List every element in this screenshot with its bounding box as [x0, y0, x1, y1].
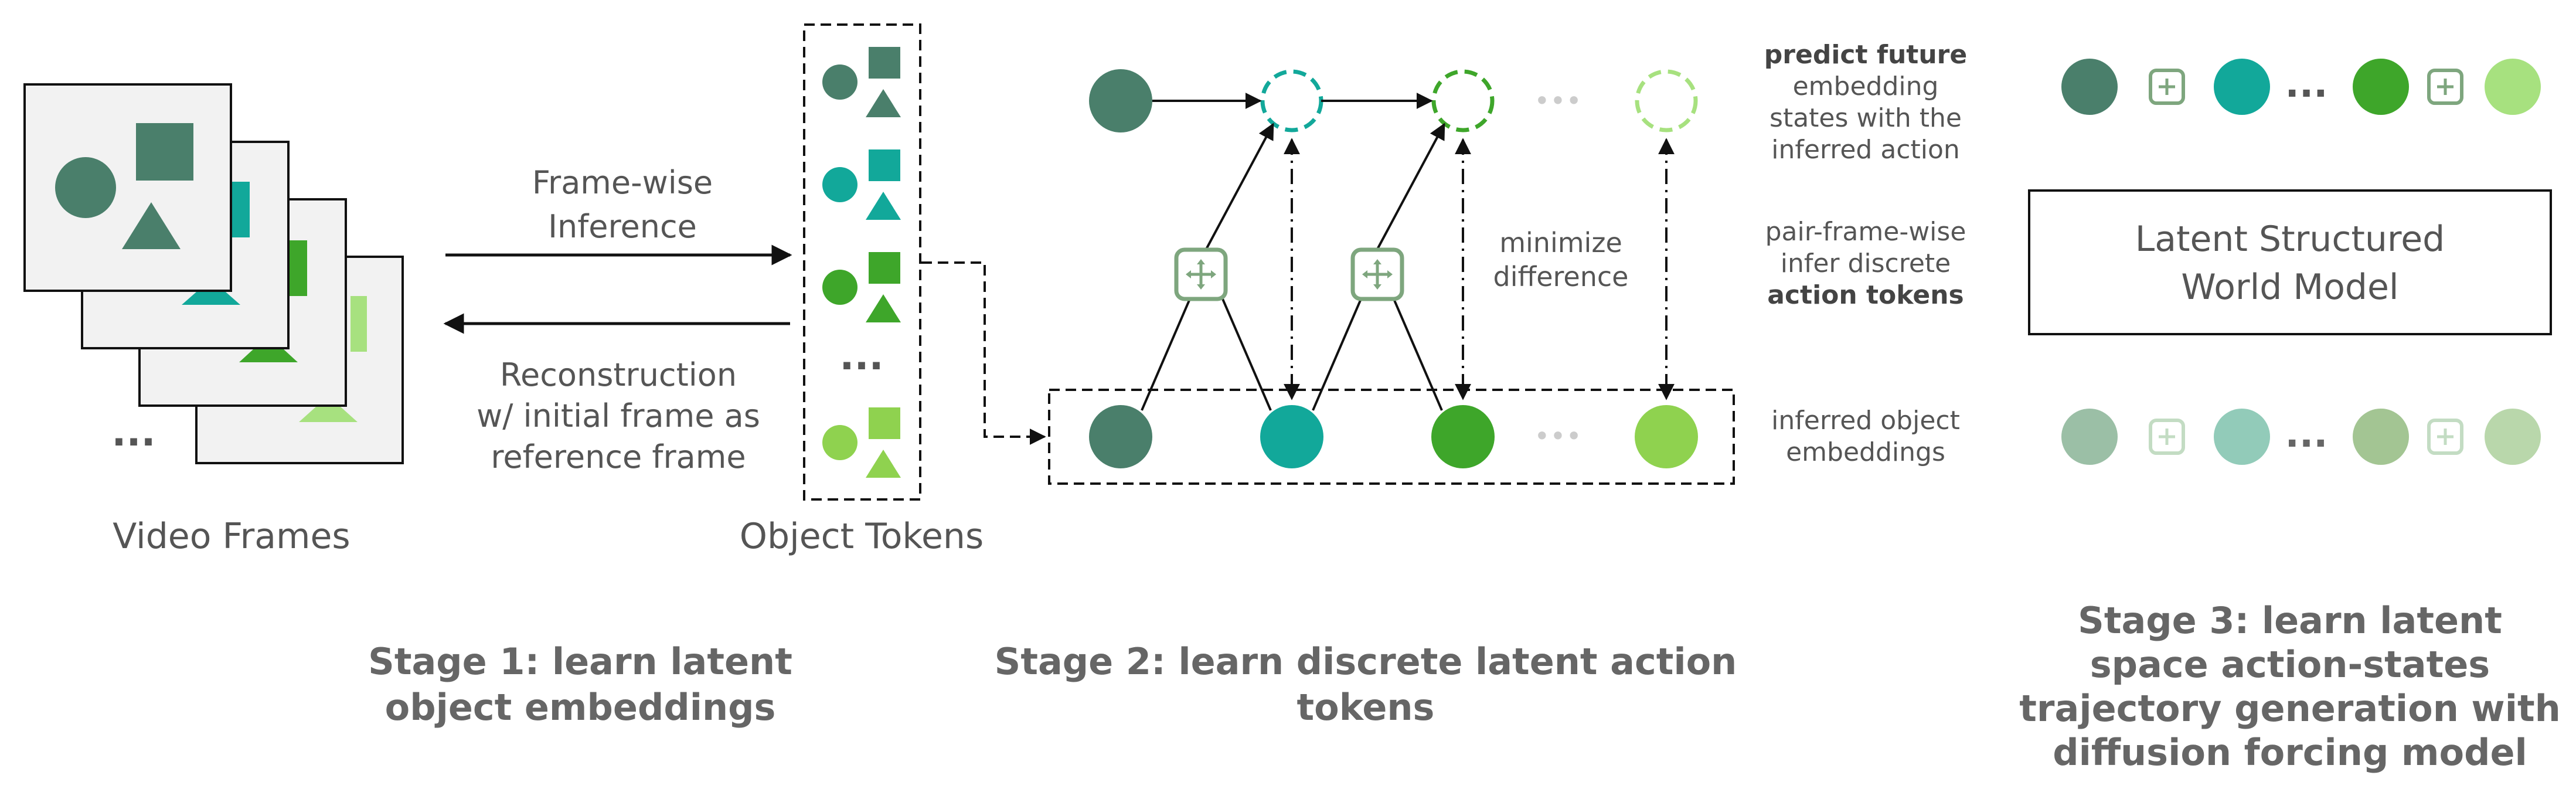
- reference-frame-label: reference frame: [491, 438, 746, 475]
- stage3-title-line3: trajectory generation with: [2019, 687, 2560, 730]
- tokens-ellipsis: ...: [839, 334, 883, 379]
- infer-discrete-label: infer discrete: [1781, 249, 1951, 278]
- s3-top-plus-icon-2: [2429, 70, 2462, 103]
- action-line-1b: [1221, 298, 1272, 411]
- frames-ellipsis: ...: [111, 410, 155, 455]
- predicted-node-3: [1431, 69, 1495, 132]
- action-line-2a: [1312, 298, 1362, 411]
- object-token-4: [822, 407, 901, 478]
- inferred-action-label: inferred action: [1771, 135, 1960, 165]
- stage2-title-line2: tokens: [1297, 686, 1435, 729]
- s3-bottom-ellipsis: ...: [2285, 413, 2328, 456]
- s3-top-ellipsis: ...: [2285, 63, 2328, 106]
- object-tokens-label: Object Tokens: [740, 516, 984, 557]
- s3-bottom-node-2: [2214, 409, 2270, 465]
- inferred-embeddings-box: [1048, 389, 1735, 485]
- stage3-title-line2: space action-states: [2090, 643, 2490, 686]
- action-arrow-1: [1205, 123, 1274, 250]
- s3-bottom-plus-icon-1: [2150, 420, 2183, 453]
- action-tokens-label: action tokens: [1767, 280, 1964, 310]
- top-node-1: [1089, 69, 1152, 132]
- object-token-2: [822, 149, 901, 220]
- stage2-title-line1: Stage 2: learn discrete latent action: [995, 640, 1737, 683]
- minimize-label: minimize: [1499, 227, 1622, 259]
- tokens-to-stage2-connector: [921, 261, 1046, 445]
- world-model-line2: World Model: [2181, 267, 2398, 308]
- frame-wise-label: Frame-wise: [532, 164, 713, 201]
- s3-bottom-node-4: [2485, 409, 2541, 465]
- stage3-diagram: ... Latent Structured World Model ...: [2028, 59, 2552, 465]
- s3-top-plus-icon-1: [2150, 70, 2183, 103]
- difference-label: difference: [1493, 261, 1629, 293]
- embedding-label: embedding: [1793, 72, 1939, 101]
- object-token-3: [822, 252, 901, 322]
- predict-future-label: predict future: [1764, 40, 1967, 70]
- s3-top-node-4: [2485, 59, 2541, 115]
- bottom-node-1: [1089, 405, 1152, 468]
- action-line-1a: [1141, 298, 1191, 411]
- states-with-label: states with the: [1769, 103, 1962, 133]
- embeddings-label: embeddings: [1786, 437, 1945, 467]
- inferred-object-label: inferred object: [1771, 406, 1960, 436]
- bottom-row-dots: •••: [1534, 420, 1581, 452]
- stage3-title-line1: Stage 3: learn latent: [2078, 599, 2502, 642]
- world-model-line1: Latent Structured: [2135, 219, 2445, 260]
- bottom-node-3: [1431, 405, 1495, 468]
- initial-frame-label: w/ initial frame as: [477, 397, 760, 434]
- pair-frame-wise-label: pair-frame-wise: [1765, 217, 1966, 247]
- action-line-2b: [1393, 298, 1443, 411]
- object-token-1: [822, 47, 901, 117]
- bottom-node-4: [1635, 405, 1698, 468]
- inference-label: Inference: [548, 208, 697, 245]
- s3-bottom-node-3: [2353, 409, 2409, 465]
- stage1-title-line1: Stage 1: learn latent: [368, 640, 792, 683]
- s3-top-node-2: [2214, 59, 2270, 115]
- s3-top-node-1: [2061, 59, 2118, 115]
- s3-bottom-node-1: [2061, 409, 2118, 465]
- stage3-title-line4: diffusion forcing model: [2053, 731, 2527, 774]
- action-token-1-icon: [1176, 250, 1226, 299]
- video-frames-label: Video Frames: [113, 516, 350, 557]
- s3-bottom-plus-icon-2: [2429, 420, 2462, 453]
- video-frame-1: [23, 83, 232, 292]
- object-tokens-column: ...: [803, 23, 921, 501]
- stage1-title-line2: object embeddings: [385, 686, 776, 729]
- predicted-node-4: [1635, 69, 1698, 132]
- reconstruction-label: Reconstruction: [500, 356, 737, 393]
- stage2-diagram: ••• ••• minimize difference: [1048, 69, 1735, 485]
- legend-labels: predict future embedding states with the…: [1764, 40, 1967, 467]
- predicted-node-2: [1260, 69, 1323, 132]
- action-token-2-icon: [1353, 250, 1402, 299]
- video-frames-stack: [23, 83, 404, 464]
- s3-top-node-3: [2353, 59, 2409, 115]
- action-arrow-2: [1376, 123, 1445, 250]
- world-model-box: [2028, 189, 2552, 335]
- bottom-node-2: [1260, 405, 1323, 468]
- top-row-dots: •••: [1534, 85, 1581, 117]
